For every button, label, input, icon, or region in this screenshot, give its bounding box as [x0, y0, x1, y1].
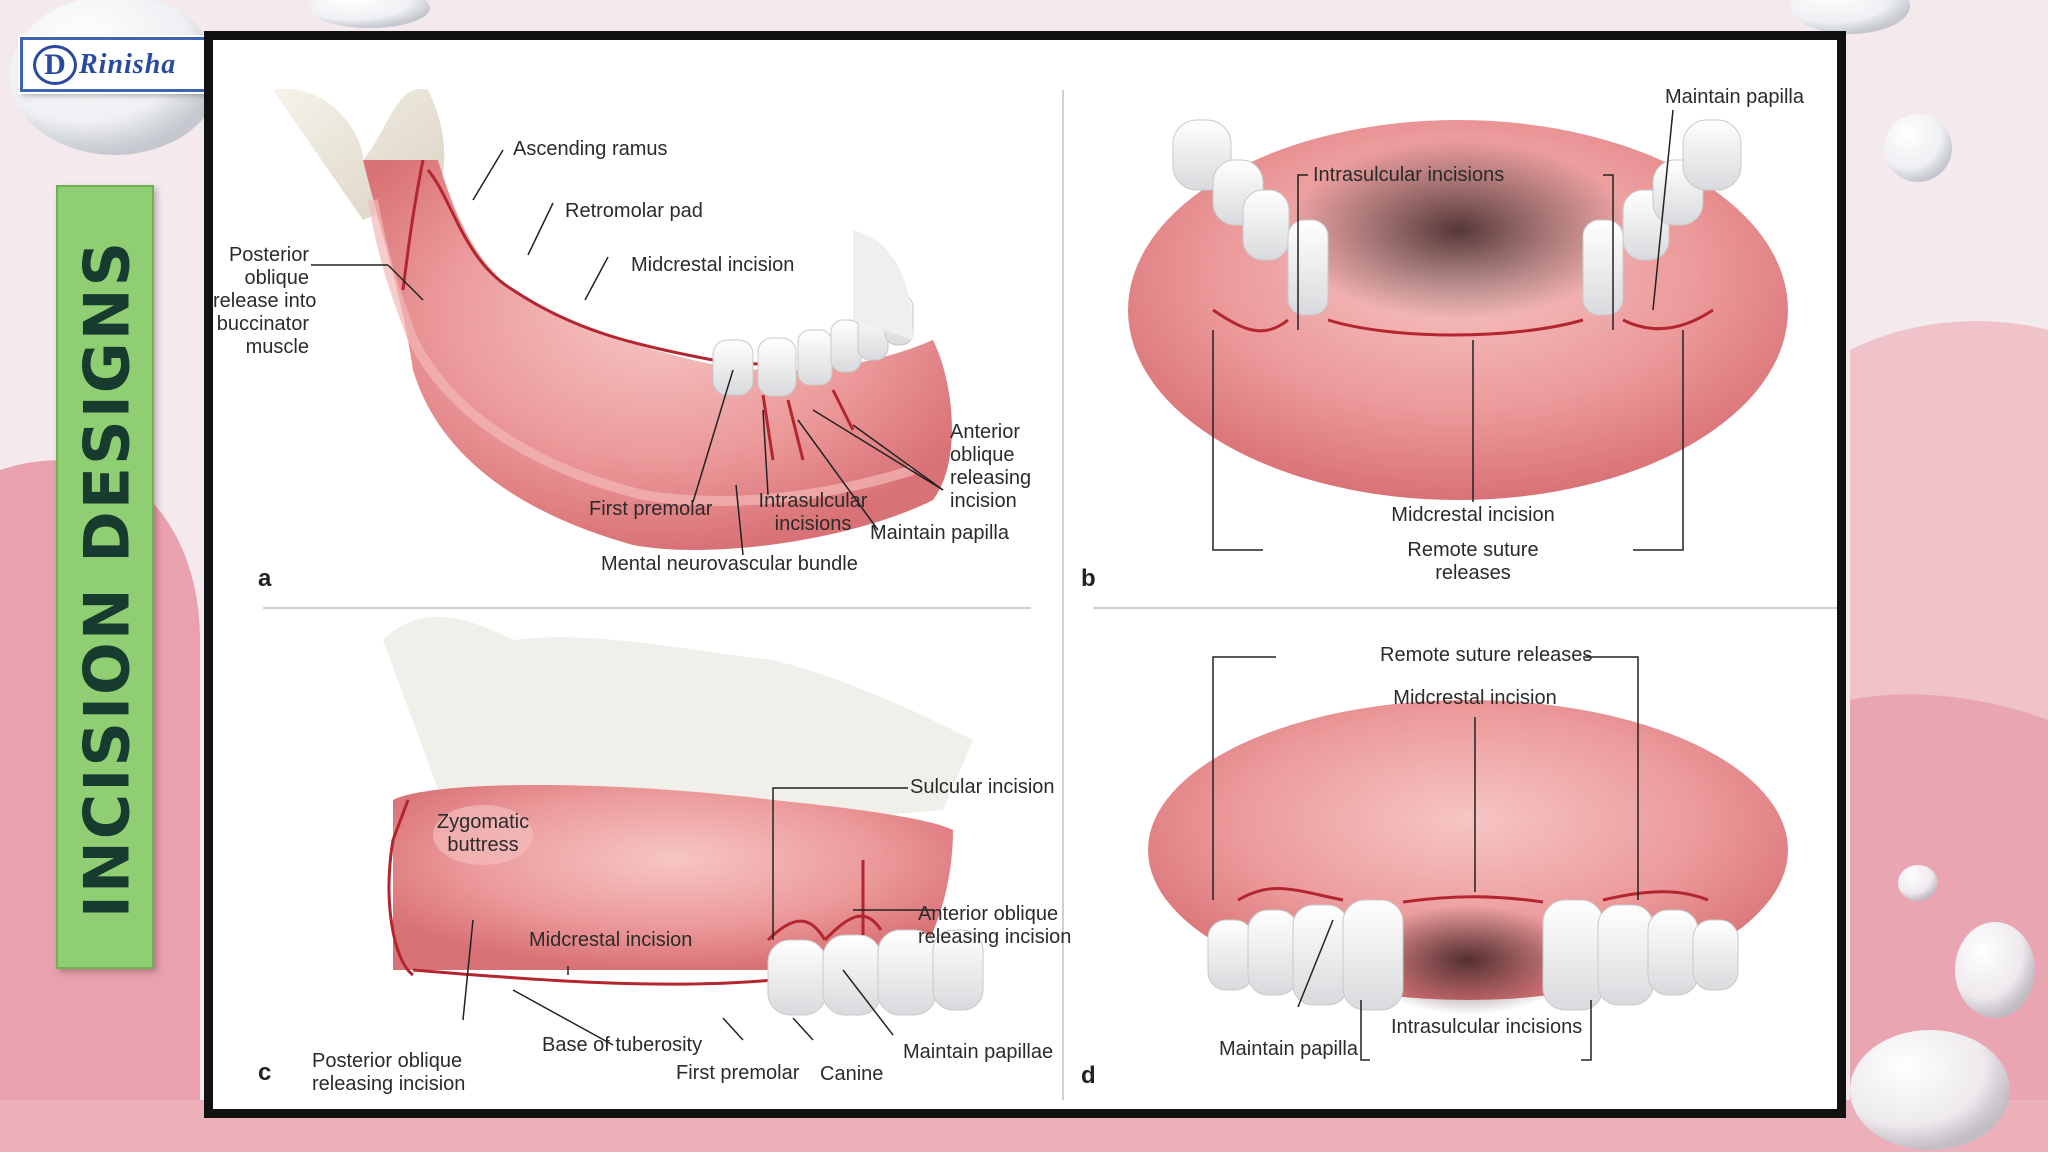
side-title-bar: INCISION DESIGNS — [56, 185, 154, 969]
water-drop — [1884, 114, 1952, 182]
label-anterior-oblique-releasing-incision: Anterior oblique releasing incision — [950, 421, 1032, 512]
label-retromolar-pad: Retromolar pad — [565, 200, 703, 222]
logo-mark: D — [33, 44, 77, 85]
figure-illustration: a b — [258, 88, 1837, 1100]
panel-c-leaders — [462, 787, 933, 1046]
label-midcrestal-incision: Midcrestal incision — [529, 929, 693, 951]
label-zygomatic-buttress: Zygomatic buttress — [436, 811, 530, 856]
water-drop — [1955, 922, 2035, 1018]
label-mental-neurovascular-bundle: Mental neurovascular bundle — [601, 553, 858, 575]
label-posterior-oblique-release: Posterior oblique release into buccinato… — [213, 244, 317, 358]
water-drop — [1898, 865, 1938, 901]
label-anterior-oblique-releasing-incision: Anterior oblique releasing incision — [918, 903, 1072, 948]
label-remote-suture-releases: Remote suture releases — [1407, 539, 1539, 584]
panel-d-teeth — [1207, 899, 1739, 1011]
side-title: INCISION DESIGNS — [70, 239, 144, 919]
label-maintain-papillae: Maintain papillae — [903, 1041, 1054, 1063]
label-intrasulcular-incisions: Intrasulcular incisions — [758, 490, 868, 535]
panel-letter-c: c — [258, 1059, 271, 1086]
panel-d-leaders — [1212, 656, 1639, 1061]
brand-logo: D Rinisha — [20, 37, 210, 92]
panel-b-illustration — [1128, 119, 1788, 500]
panel-d-illustration — [1148, 700, 1788, 1015]
label-maintain-papilla: Maintain papilla — [870, 522, 1009, 544]
panel-letter-d: d — [1081, 1062, 1096, 1089]
label-ascending-ramus: Ascending ramus — [513, 138, 668, 160]
label-base-of-tuberosity: Base of tuberosity — [542, 1034, 703, 1056]
incision-figure: a b — [204, 31, 1846, 1118]
label-canine: Canine — [820, 1063, 884, 1085]
label-remote-suture-releases: Remote suture releases — [1380, 644, 1593, 666]
label-midcrestal-incision: Midcrestal incision — [1391, 504, 1555, 526]
panel-c-teeth — [767, 929, 984, 1016]
label-intrasulcular-incisions: Intrasulcular incisions — [1391, 1016, 1583, 1038]
label-intrasulcular-incisions: Intrasulcular incisions — [1313, 164, 1505, 186]
panel-letter-b: b — [1081, 565, 1096, 592]
label-maintain-papilla: Maintain papilla — [1219, 1038, 1358, 1060]
panel-letter-a: a — [258, 565, 272, 592]
water-drop — [1790, 0, 1910, 34]
panel-a-leaders — [311, 149, 944, 556]
label-first-premolar: First premolar — [676, 1062, 800, 1084]
label-first-premolar: First premolar — [589, 498, 713, 520]
water-drop — [310, 0, 430, 28]
logo-text: Rinisha — [79, 48, 177, 80]
label-midcrestal-incision: Midcrestal incision — [631, 254, 795, 276]
panel-b-leaders — [1212, 109, 1684, 551]
label-midcrestal-incision: Midcrestal incision — [1393, 687, 1557, 709]
label-posterior-oblique-releasing-incision: Posterior oblique releasing incision — [312, 1050, 466, 1095]
panel-c-illustration — [383, 616, 984, 1016]
panel-a-teeth — [712, 230, 914, 397]
panel-b-teeth — [1172, 119, 1742, 316]
label-sulcular-incision: Sulcular incision — [910, 776, 1055, 798]
water-drop — [1850, 1030, 2010, 1150]
label-maintain-papilla: Maintain papilla — [1665, 86, 1804, 108]
panel-a-illustration — [273, 88, 952, 550]
